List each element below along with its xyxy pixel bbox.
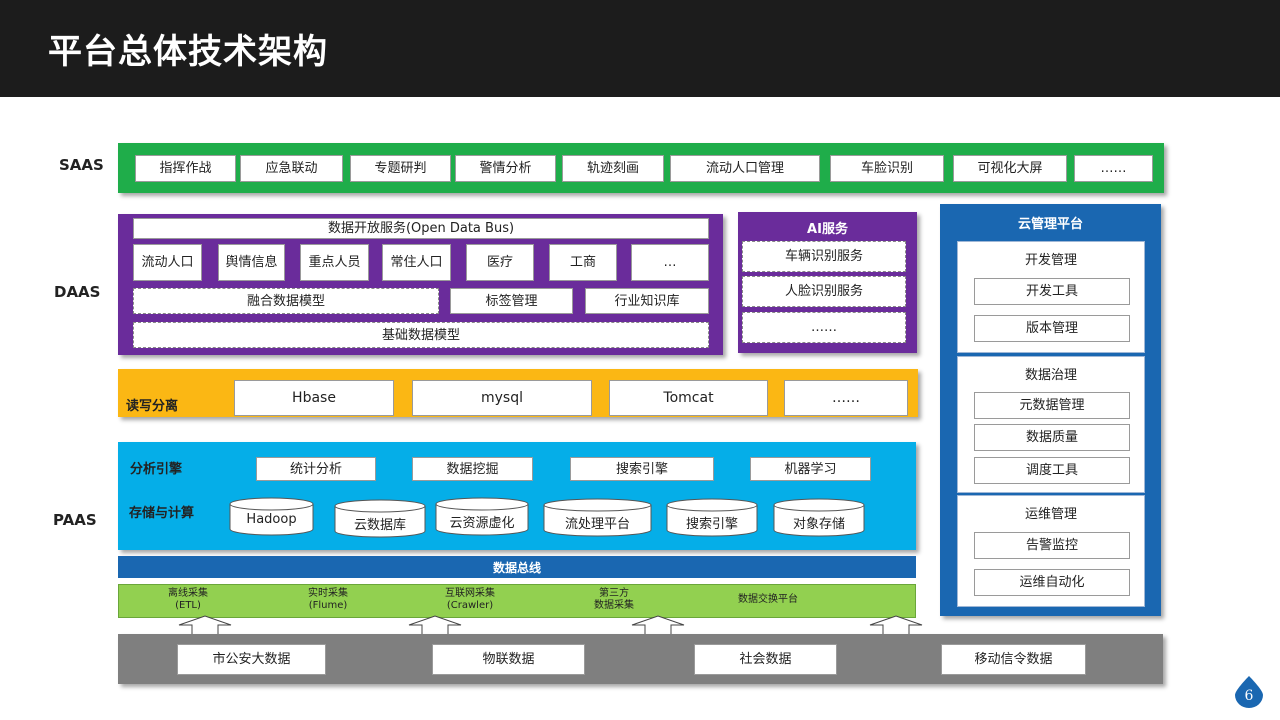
- cloud-group-title: 开发管理: [1024, 253, 1077, 268]
- saas-app: 指挥作战: [135, 155, 236, 182]
- collection-method-detail: (ETL): [175, 600, 201, 611]
- cloud-tool: 调度工具: [974, 457, 1130, 484]
- page-number-badge: 6: [1234, 675, 1264, 709]
- storage-compute-label: 存储与计算: [129, 506, 195, 521]
- cloud-group-ops: 运维管理 告警监控 运维自动化: [957, 495, 1145, 607]
- saas-app: 可视化大屏: [953, 155, 1067, 182]
- saas-layer: 指挥作战 应急联动 专题研判 警情分析 轨迹刻画 流动人口管理 车脸识别 可视化…: [118, 143, 1164, 193]
- cloud-group-title: 运维管理: [1024, 507, 1077, 522]
- daas-source: 重点人员: [300, 244, 369, 281]
- open-data-service: 数据开放服务(Open Data Bus): [133, 218, 709, 239]
- collection-method-name: 实时采集: [308, 588, 348, 599]
- cloud-tool: 告警监控: [974, 532, 1130, 559]
- layer-label-paas: PAAS: [53, 511, 97, 529]
- data-source-layer: 市公安大数据 物联数据 社会数据 移动信令数据: [118, 634, 1163, 684]
- drop-icon: [1235, 676, 1263, 708]
- collection-method-name: 离线采集: [168, 588, 208, 599]
- collection-method: 互联网采集 (Crawler): [435, 588, 505, 612]
- base-data-model: 基础数据模型: [133, 322, 709, 348]
- storage-label: 云资源虚化: [449, 516, 515, 531]
- cloud-tool: 开发工具: [974, 278, 1130, 305]
- data-collection-layer: 离线采集 (ETL) 实时采集 (Flume) 互联网采集 (Crawler) …: [118, 584, 916, 618]
- collection-method-name: 第三方: [599, 588, 629, 599]
- daas-source: 流动人口: [133, 244, 202, 281]
- cloud-group-governance: 数据治理 元数据管理 数据质量 调度工具: [957, 356, 1145, 493]
- rw-component: mysql: [412, 380, 592, 416]
- collection-method-name: 数据交换平台: [738, 594, 798, 605]
- analysis-engine: 数据挖掘: [412, 457, 533, 481]
- saas-app: 应急联动: [240, 155, 343, 182]
- daas-source: 常住人口: [382, 244, 451, 281]
- daas-source: 舆情信息: [218, 244, 285, 281]
- layer-label-daas: DAAS: [54, 283, 101, 301]
- paas-layer: 分析引擎 统计分析 数据挖掘 搜索引擎 机器学习 存储与计算 Hadoop 云数…: [118, 442, 916, 550]
- industry-knowledge-base: 行业知识库: [585, 288, 709, 314]
- rw-component: Hbase: [234, 380, 394, 416]
- collection-method: 离线采集 (ETL): [153, 588, 223, 612]
- rw-component: ……: [784, 380, 908, 416]
- ai-services-title: AI服务: [807, 222, 848, 237]
- daas-layer: 数据开放服务(Open Data Bus) 流动人口 舆情信息 重点人员 常住人…: [118, 214, 723, 355]
- storage-label: 对象存储: [792, 517, 845, 532]
- collection-method-name: 互联网采集: [445, 588, 495, 599]
- saas-app: 车脸识别: [830, 155, 944, 182]
- cloud-group-title: 数据治理: [1024, 368, 1077, 383]
- cloud-title: 云管理平台: [1017, 217, 1083, 232]
- ai-service: 人脸识别服务: [742, 276, 906, 307]
- daas-source: 医疗: [466, 244, 534, 281]
- read-write-label: 读写分离: [126, 399, 179, 414]
- analysis-engine-label: 分析引擎: [130, 462, 183, 477]
- ai-service: 车辆识别服务: [742, 241, 906, 272]
- page-title: 平台总体技术架构: [48, 32, 328, 72]
- data-source: 移动信令数据: [941, 644, 1086, 675]
- collection-method: 数据交换平台: [723, 594, 813, 606]
- storage-cylinder: Hadoop: [229, 497, 314, 537]
- collection-method: 实时采集 (Flume): [293, 588, 363, 612]
- analysis-engine: 机器学习: [750, 457, 871, 481]
- analysis-engine: 统计分析: [256, 457, 376, 481]
- read-write-separation-layer: 读写分离 Hbase mysql Tomcat ……: [118, 369, 918, 417]
- storage-cylinder: 对象存储: [773, 498, 865, 538]
- ai-services-panel: AI服务 车辆识别服务 人脸识别服务 ……: [738, 212, 917, 353]
- saas-app: 流动人口管理: [670, 155, 820, 182]
- cloud-tool: 版本管理: [974, 315, 1130, 342]
- cloud-tool: 数据质量: [974, 424, 1130, 451]
- data-bus: 数据总线: [118, 556, 916, 578]
- collection-method-detail: (Flume): [308, 600, 348, 611]
- storage-label: 流处理平台: [564, 517, 630, 532]
- tag-management: 标签管理: [450, 288, 573, 314]
- saas-app: 轨迹刻画: [562, 155, 664, 182]
- daas-source: …: [631, 244, 709, 281]
- saas-app: ……: [1074, 155, 1153, 182]
- data-source: 社会数据: [694, 644, 837, 675]
- fusion-data-model: 融合数据模型: [133, 288, 439, 314]
- cloud-tool: 运维自动化: [974, 569, 1130, 596]
- ai-service: ……: [742, 312, 906, 343]
- storage-cylinder: 搜索引擎: [666, 498, 758, 538]
- storage-cylinder: 云数据库: [334, 499, 426, 539]
- daas-source: 工商: [549, 244, 617, 281]
- storage-cylinder: 流处理平台: [543, 498, 652, 538]
- cloud-management-platform: 云管理平台 开发管理 开发工具 版本管理 数据治理 元数据管理 数据质量 调度工…: [940, 204, 1161, 616]
- cloud-tool: 元数据管理: [974, 392, 1130, 419]
- rw-component: Tomcat: [609, 380, 768, 416]
- analysis-engine: 搜索引擎: [570, 457, 714, 481]
- title-bar: 平台总体技术架构: [0, 0, 1280, 97]
- storage-cylinder: 云资源虚化: [435, 497, 529, 537]
- page-number: 6: [1244, 688, 1254, 704]
- cloud-group-dev: 开发管理 开发工具 版本管理: [957, 241, 1145, 353]
- data-source: 物联数据: [432, 644, 585, 675]
- collection-method-detail: (Crawler): [446, 600, 494, 611]
- saas-app: 专题研判: [350, 155, 451, 182]
- storage-label: Hadoop: [246, 512, 297, 527]
- layer-label-saas: SAAS: [59, 156, 104, 174]
- storage-label: 云数据库: [353, 518, 406, 533]
- saas-app: 警情分析: [455, 155, 556, 182]
- collection-method: 第三方 数据采集: [579, 588, 649, 612]
- data-source: 市公安大数据: [177, 644, 326, 675]
- collection-method-detail: 数据采集: [594, 600, 634, 611]
- storage-label: 搜索引擎: [685, 517, 738, 532]
